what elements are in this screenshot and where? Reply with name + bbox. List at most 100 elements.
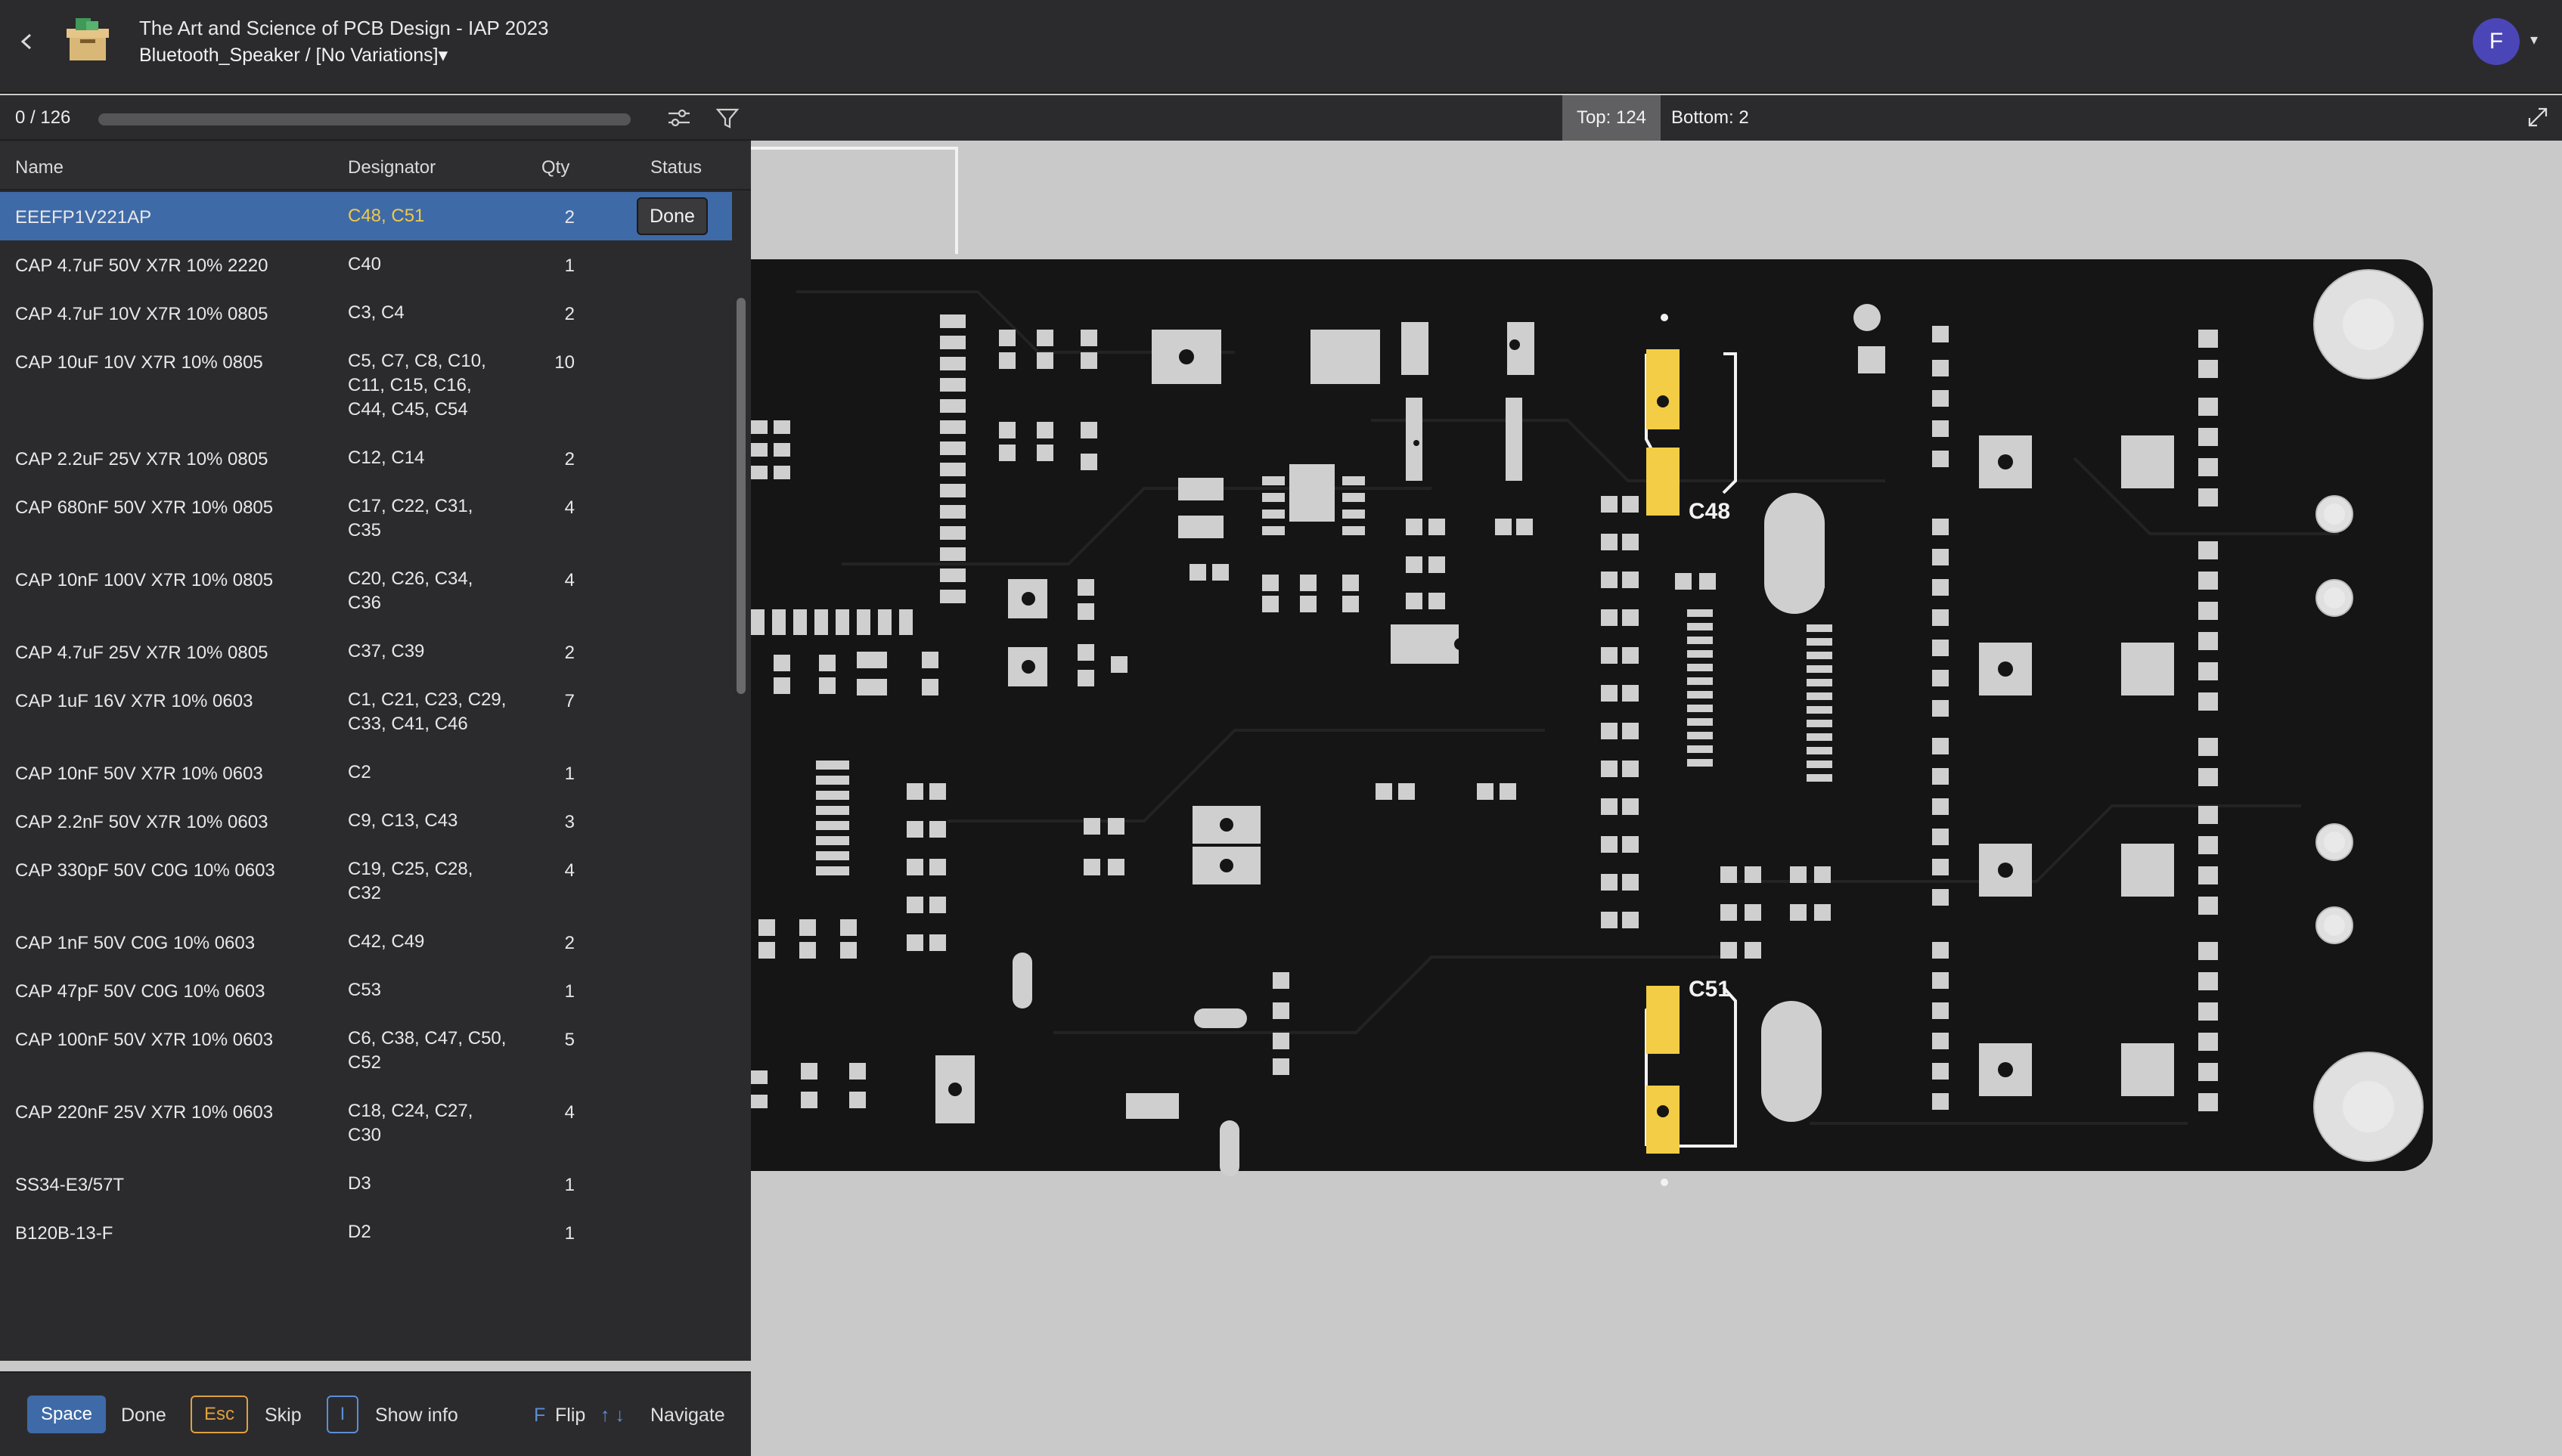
pcb-canvas[interactable]: C48 C51 bbox=[751, 141, 2562, 1361]
part-qty: 1 bbox=[564, 981, 575, 1002]
variation-selector[interactable]: [No Variations] bbox=[315, 45, 439, 66]
expand-icon[interactable] bbox=[2526, 106, 2549, 129]
filter-icon[interactable] bbox=[714, 104, 741, 132]
part-designators: C1, C21, C23, C29, C33, C41, C46 bbox=[348, 689, 507, 734]
part-qty: 4 bbox=[564, 570, 575, 590]
top-bar: The Art and Science of PCB Design - IAP … bbox=[0, 0, 2562, 94]
chevron-down-icon[interactable]: ▾ bbox=[438, 45, 448, 66]
column-header-status[interactable]: Status bbox=[650, 157, 703, 178]
smd-pads bbox=[751, 314, 2218, 1123]
part-designators: C17, C22, C31, C35 bbox=[348, 496, 473, 541]
part-qty: 4 bbox=[564, 860, 575, 881]
mounting-hole-centers bbox=[2324, 299, 2394, 1132]
via-drills bbox=[948, 339, 2013, 1096]
part-designators: C40 bbox=[348, 254, 382, 274]
info-key[interactable]: I bbox=[327, 1396, 358, 1433]
part-name: CAP 680nF 50V X7R 10% 0805 bbox=[15, 497, 274, 518]
project-box-icon bbox=[65, 17, 110, 64]
part-qty: 4 bbox=[564, 497, 575, 518]
chevron-down-icon[interactable]: ▾ bbox=[2530, 32, 2539, 48]
part-designators: C48, C51 bbox=[348, 206, 425, 226]
column-header-designator[interactable]: Designator bbox=[348, 157, 436, 178]
highlight-c51[interactable]: C51 bbox=[1645, 977, 1737, 1186]
board-breadcrumb[interactable]: Bluetooth_Speaker / [No Variations]▾ bbox=[139, 44, 448, 67]
info-key-label: Show info bbox=[375, 1405, 458, 1426]
bom-panel: 0 / 126 Name Designator Qty Status EEEFP… bbox=[0, 95, 751, 1456]
flip-key[interactable]: F bbox=[534, 1405, 546, 1426]
flip-key-label: Flip bbox=[555, 1405, 586, 1426]
esc-key-label: Skip bbox=[265, 1405, 302, 1426]
back-button[interactable] bbox=[14, 23, 41, 60]
pcb-board bbox=[751, 259, 2433, 1171]
part-qty: 1 bbox=[564, 1175, 575, 1195]
part-qty: 2 bbox=[564, 207, 575, 228]
part-name: CAP 10uF 10V X7R 10% 0805 bbox=[15, 352, 263, 373]
pcb-traces bbox=[796, 290, 2339, 1125]
part-name: CAP 1nF 50V C0G 10% 0603 bbox=[15, 933, 256, 953]
space-key[interactable]: Space bbox=[27, 1396, 106, 1433]
part-qty: 2 bbox=[564, 304, 575, 324]
part-name: CAP 47pF 50V C0G 10% 0603 bbox=[15, 981, 265, 1002]
table-header: Name Designator Qty Status bbox=[0, 142, 751, 191]
progress-row: 0 / 126 bbox=[0, 95, 751, 141]
part-name: CAP 4.7uF 25V X7R 10% 0805 bbox=[15, 643, 268, 663]
table-scrollbar[interactable] bbox=[737, 298, 746, 694]
part-name: SS34-E3/57T bbox=[15, 1175, 125, 1195]
esc-key[interactable]: Esc bbox=[191, 1396, 248, 1433]
column-header-name[interactable]: Name bbox=[15, 157, 64, 178]
sliders-icon[interactable] bbox=[665, 104, 693, 132]
navigate-key-label: Navigate bbox=[650, 1405, 725, 1426]
part-qty: 2 bbox=[564, 933, 575, 953]
part-designators: C19, C25, C28, C32 bbox=[348, 859, 473, 903]
table-row[interactable]: CAP 10uF 10V X7R 10% 0805 C5, C7, C8, C10… bbox=[0, 337, 732, 434]
top-side-toggle[interactable]: Top: 124 bbox=[1562, 95, 1661, 141]
board-name[interactable]: Bluetooth_Speaker bbox=[139, 45, 300, 66]
done-button[interactable]: Done bbox=[637, 197, 708, 235]
part-designators: C5, C7, C8, C10, C11, C15, C16, C44, C45… bbox=[348, 351, 486, 420]
part-name: B120B-13-F bbox=[15, 1223, 113, 1244]
avatar[interactable]: F bbox=[2473, 18, 2520, 65]
table-row[interactable]: CAP 4.7uF 25V X7R 10% 0805 C37, C39 2 bbox=[0, 627, 732, 676]
navigate-keys[interactable]: ↑ ↓ bbox=[600, 1405, 625, 1426]
c51-silkscreen-label: C51 bbox=[1689, 977, 1730, 1002]
table-row[interactable]: CAP 680nF 50V X7R 10% 0805 C17, C22, C31,… bbox=[0, 482, 732, 555]
bottom-side-toggle[interactable]: Bottom: 2 bbox=[1671, 107, 1749, 128]
part-name: CAP 2.2nF 50V X7R 10% 0603 bbox=[15, 812, 268, 832]
table-row[interactable]: CAP 47pF 50V C0G 10% 0603 C53 1 bbox=[0, 966, 732, 1015]
column-header-qty[interactable]: Qty bbox=[541, 157, 570, 178]
part-designators: C9, C13, C43 bbox=[348, 810, 458, 831]
viewer-toolbar: Top: 124 Bottom: 2 bbox=[751, 95, 2562, 141]
part-designators: C37, C39 bbox=[348, 641, 425, 661]
c48-silkscreen-label: C48 bbox=[1689, 499, 1730, 524]
part-name: CAP 4.7uF 50V X7R 10% 2220 bbox=[15, 256, 268, 276]
part-name: CAP 220nF 25V X7R 10% 0603 bbox=[15, 1102, 274, 1123]
part-qty: 4 bbox=[564, 1102, 575, 1123]
part-name: CAP 100nF 50V X7R 10% 0603 bbox=[15, 1030, 274, 1050]
board-viewer[interactable]: Top: 124 Bottom: 2 bbox=[751, 95, 2562, 1361]
part-qty: 1 bbox=[564, 764, 575, 784]
board-outline-ghost bbox=[751, 147, 958, 254]
highlight-c48[interactable]: C48 bbox=[1645, 314, 1737, 524]
part-designators: C3, C4 bbox=[348, 302, 405, 323]
part-name: CAP 10nF 50V X7R 10% 0603 bbox=[15, 764, 263, 784]
part-qty: 10 bbox=[554, 352, 575, 373]
part-designators: C53 bbox=[348, 980, 382, 1000]
part-qty: 7 bbox=[564, 691, 575, 711]
part-qty: 2 bbox=[564, 643, 575, 663]
progress-bar bbox=[98, 113, 631, 125]
